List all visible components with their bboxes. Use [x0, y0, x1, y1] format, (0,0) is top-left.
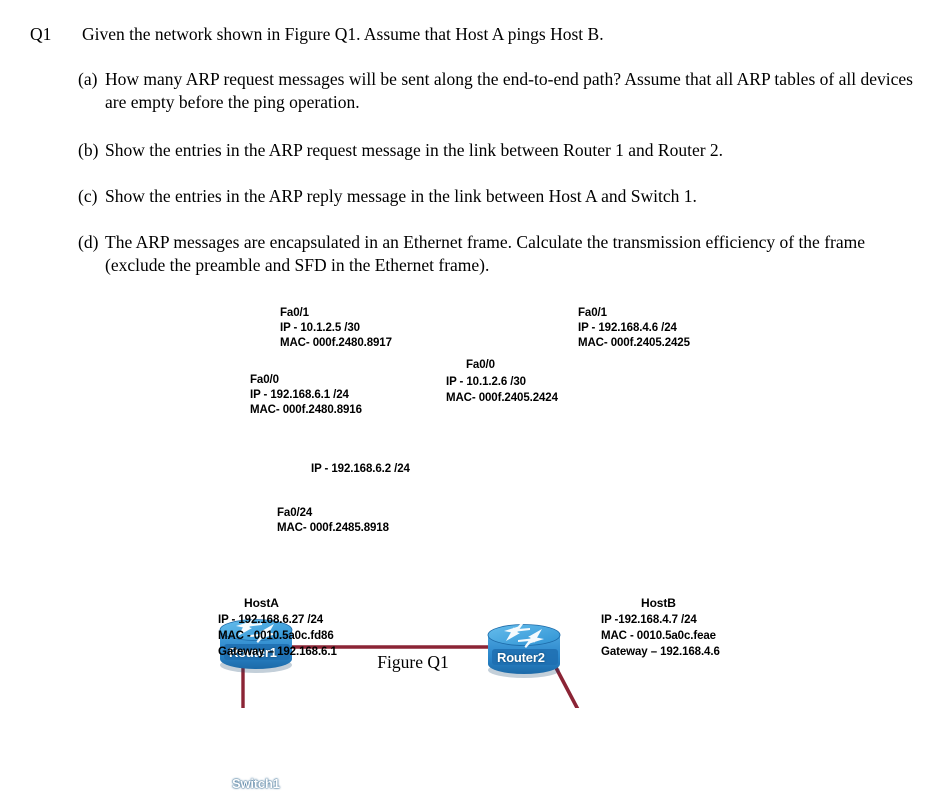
part-d-text: The ARP messages are encapsulated in an …: [105, 232, 865, 275]
router1-name-label: Router1: [229, 645, 277, 660]
question-part-b: (b) Show the entries in the ARP request …: [78, 139, 928, 162]
hostA-mac-label: MAC - 0010.5a0c.fd86: [218, 630, 334, 642]
part-b-text: Show the entries in the ARP request mess…: [105, 140, 724, 160]
switch1-mac-label: MAC- 000f.2485.8918: [277, 522, 389, 534]
hostA-ip-label: IP - 192.168.6.27 /24: [218, 614, 324, 626]
part-a-text: How many ARP request messages will be se…: [105, 69, 913, 112]
router2-fa00-ip: IP - 10.1.2.6 /30: [446, 376, 526, 388]
part-c-text: Show the entries in the ARP reply messag…: [105, 186, 697, 206]
network-topology-svg: [219, 617, 580, 708]
figure-caption-text: Figure Q1: [377, 652, 449, 672]
router1-fa01-mac: MAC- 000f.2480.8917: [280, 337, 392, 349]
question-part-a: (a) How many ARP request messages will b…: [78, 68, 928, 114]
figure-caption: Figure Q1: [0, 652, 946, 673]
part-d-label: (d): [78, 232, 99, 252]
switch1-port-label: Fa0/24: [277, 507, 313, 519]
router2-fa01-ip: IP - 192.168.4.6 /24: [578, 322, 677, 334]
question-part-c: (c) Show the entries in the ARP reply me…: [78, 185, 928, 208]
router1-fa01-port: Fa0/1: [280, 307, 309, 319]
network-diagram-figure: Router1 Router2 Switch1 Fa0/1 IP - 10.1.…: [0, 290, 946, 791]
hostB-ip-label: IP -192.168.4.7 /24: [601, 614, 697, 626]
router1-fa00-ip: IP - 192.168.6.1 /24: [250, 389, 349, 401]
question-number: Q1: [30, 24, 52, 44]
hostB-name-label: HostB: [641, 596, 676, 610]
question-part-d: (d) The ARP messages are encapsulated in…: [78, 231, 933, 277]
router2-fa00-port: Fa0/0: [466, 359, 495, 371]
router2-icon: [487, 622, 561, 678]
router1-icon: [219, 617, 293, 673]
hostA-name-label: HostA: [244, 596, 279, 610]
switch1-name-label: Switch1: [232, 776, 280, 791]
hostB-gateway-label: Gateway – 192.168.4.6: [601, 646, 720, 658]
switch1-ip-label: IP - 192.168.6.2 /24: [311, 463, 410, 475]
router2-fa01-mac: MAC- 000f.2405.2425: [578, 337, 690, 349]
part-b-label: (b): [78, 140, 99, 160]
router1-fa01-ip: IP - 10.1.2.5 /30: [280, 322, 360, 334]
router1-fa00-port: Fa0/0: [250, 374, 279, 386]
router2-fa00-mac: MAC- 000f.2405.2424: [446, 392, 558, 404]
part-a-label: (a): [78, 69, 98, 89]
question-stem-text: Given the network shown in Figure Q1. As…: [82, 24, 604, 44]
router2-name-label: Router2: [497, 650, 545, 665]
link-router2-hostB: [551, 661, 580, 708]
hostA-gateway-label: Gateway – 192.168.6.1: [218, 646, 337, 658]
router1-fa00-mac: MAC- 000f.2480.8916: [250, 404, 362, 416]
question-stem-row: Q1 Given the network shown in Figure Q1.…: [30, 23, 920, 46]
part-c-label: (c): [78, 186, 98, 206]
router2-fa01-port: Fa0/1: [578, 307, 607, 319]
hostB-mac-label: MAC - 0010.5a0c.feae: [601, 630, 716, 642]
